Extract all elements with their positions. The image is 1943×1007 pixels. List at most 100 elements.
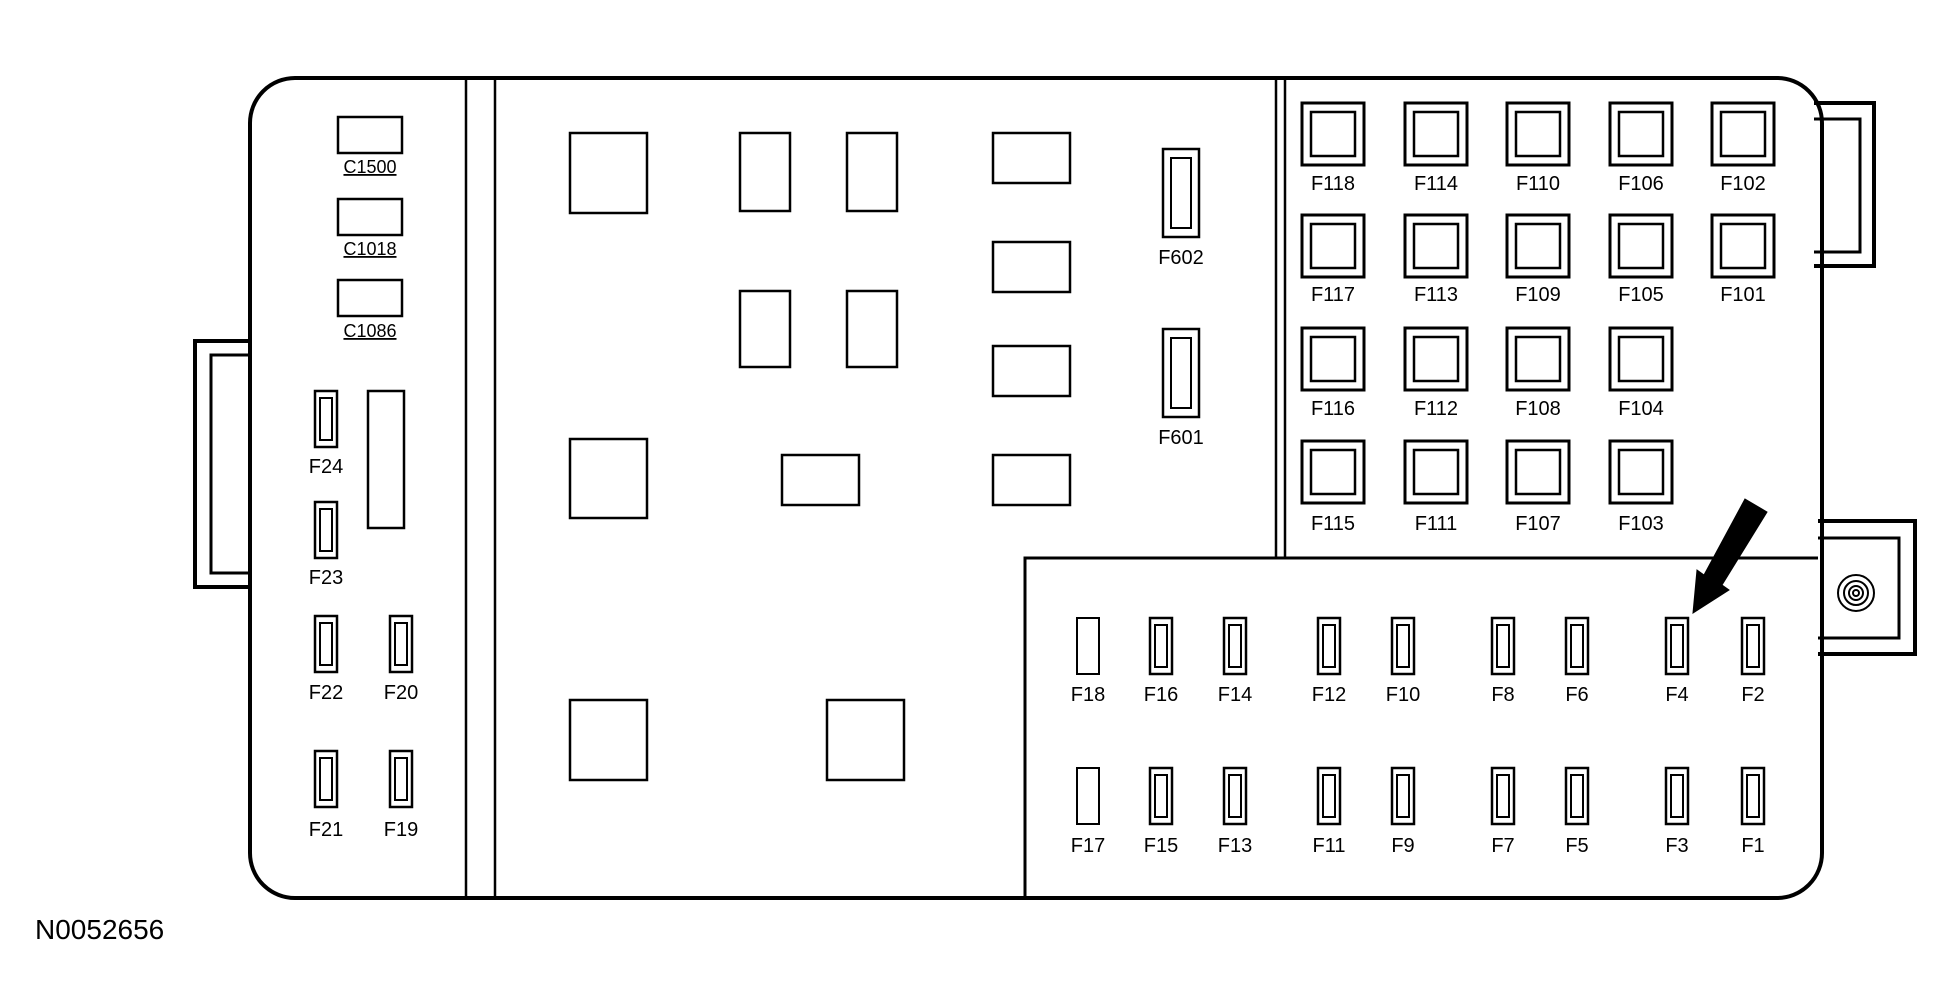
fuse-label: F8 bbox=[1491, 684, 1514, 706]
fuse-label: F109 bbox=[1515, 284, 1561, 306]
fuse-label: F103 bbox=[1618, 513, 1664, 535]
fuse-label: F101 bbox=[1720, 284, 1766, 306]
fuse-slot bbox=[1608, 101, 1674, 167]
left-fuse-group bbox=[313, 389, 414, 809]
fuse-slot-inner bbox=[1670, 624, 1684, 668]
fuse-label: F14 bbox=[1218, 684, 1252, 706]
fuse-slot bbox=[1505, 213, 1571, 279]
connector-c1086 bbox=[336, 278, 404, 318]
fuse-slot-inner bbox=[1396, 624, 1410, 668]
fuse-slot bbox=[1300, 101, 1366, 167]
fuse-slot-inner bbox=[1322, 774, 1336, 818]
fuse-slot bbox=[1316, 616, 1342, 676]
fuse-slot-inner bbox=[1322, 624, 1336, 668]
fuse-label: F602 bbox=[1158, 247, 1204, 269]
fuse-slot-inner bbox=[1496, 774, 1510, 818]
fuse-slot bbox=[1148, 616, 1174, 676]
relay-slot bbox=[845, 131, 899, 213]
fuse-slot bbox=[1390, 766, 1416, 826]
fuse-slot-inner bbox=[1309, 448, 1357, 496]
fuse-label: F108 bbox=[1515, 398, 1561, 420]
fuse-slot-inner bbox=[1570, 774, 1584, 818]
fuse-label: F20 bbox=[384, 682, 418, 704]
fuse-slot-inner bbox=[1154, 624, 1168, 668]
fuse-slot-inner bbox=[1396, 774, 1410, 818]
fuse-slot bbox=[1740, 616, 1766, 676]
fuse-slot-inner bbox=[1514, 335, 1562, 383]
fuse-slot bbox=[1403, 326, 1469, 392]
fuse-slot bbox=[1403, 213, 1469, 279]
fuse-slot-inner bbox=[1670, 774, 1684, 818]
relay-slot bbox=[991, 453, 1072, 507]
fuse-label: F2 bbox=[1741, 684, 1764, 706]
fuse-slot bbox=[1148, 766, 1174, 826]
fuse-label: F24 bbox=[309, 456, 343, 478]
fuse-slot bbox=[1505, 326, 1571, 392]
fuse-slot-inner bbox=[1514, 222, 1562, 270]
fuse-slot bbox=[1390, 616, 1416, 676]
fuse-slot-inner bbox=[1570, 624, 1584, 668]
fuse-slot bbox=[1608, 326, 1674, 392]
connector-group: C1500 C1018 C1086 bbox=[336, 115, 404, 341]
fuse-label: F18 bbox=[1071, 684, 1105, 706]
fuse-slot bbox=[388, 614, 414, 674]
fuse-slot-inner bbox=[1617, 448, 1665, 496]
fuse-slot bbox=[1564, 766, 1590, 826]
fuse-box-housing bbox=[193, 76, 1917, 900]
fuse-slot bbox=[1710, 101, 1776, 167]
fuse-label: F115 bbox=[1311, 513, 1355, 535]
fuse-slot-inner bbox=[1154, 774, 1168, 818]
fuse-label: F104 bbox=[1618, 398, 1664, 420]
fuse-slot bbox=[1608, 213, 1674, 279]
mini-fuse-labels: F18 F16 F14 F12 F10 F8 F6 F4 F2 F17 F15 … bbox=[1071, 684, 1765, 857]
diagram-reference-id: N0052656 bbox=[35, 914, 164, 945]
fuse-slot-inner bbox=[394, 757, 408, 801]
fuse-slot bbox=[1710, 213, 1776, 279]
fuse-label: F23 bbox=[309, 567, 343, 589]
fuse-slot bbox=[1608, 439, 1674, 505]
fuse-slot bbox=[1222, 766, 1248, 826]
mounting-stud-icon bbox=[1837, 574, 1875, 612]
fuse-slot bbox=[1300, 213, 1366, 279]
large-fuse-labels: F118 F114 F110 F106 F102 F117 F113 F109 … bbox=[1311, 173, 1766, 535]
relay-slot bbox=[738, 131, 792, 213]
fuse-slot bbox=[1490, 766, 1516, 826]
fuse-label: F114 bbox=[1414, 173, 1458, 195]
fuse-label: F116 bbox=[1311, 398, 1355, 420]
fuse-label: F107 bbox=[1515, 513, 1561, 535]
fuse-slot-inner bbox=[319, 622, 333, 666]
connector-c1500 bbox=[336, 115, 404, 155]
fuse-label: F111 bbox=[1415, 513, 1458, 535]
relay-slot bbox=[568, 698, 649, 782]
fuse-label: F7 bbox=[1491, 835, 1514, 857]
fuse-label: F1 bbox=[1741, 835, 1764, 857]
fuse-label: F11 bbox=[1313, 835, 1346, 857]
fuse-slot-inner bbox=[1309, 222, 1357, 270]
fuse-slot bbox=[313, 749, 339, 809]
large-fuse-group bbox=[1300, 101, 1776, 505]
fuse-slot-inner bbox=[1309, 335, 1357, 383]
fuse-slot-inner bbox=[394, 622, 408, 666]
fuse-slot-inner bbox=[319, 397, 333, 441]
fuse-slot bbox=[313, 614, 339, 674]
fuse-label: F113 bbox=[1414, 284, 1458, 306]
fuse-slot bbox=[313, 500, 339, 560]
fuse-slot-inner bbox=[1746, 774, 1760, 818]
fuse-slot-inner bbox=[1412, 448, 1460, 496]
relay-slot bbox=[825, 698, 906, 782]
fuse-slot-inner bbox=[1228, 774, 1242, 818]
fuse-slot-inner bbox=[1514, 448, 1562, 496]
fuse-label: F17 bbox=[1071, 835, 1105, 857]
relay-slot bbox=[991, 131, 1072, 185]
fuse-label: F4 bbox=[1665, 684, 1688, 706]
fuse-slot bbox=[1490, 616, 1516, 676]
fuse-label: F9 bbox=[1391, 835, 1414, 857]
fuse-label: F117 bbox=[1311, 284, 1355, 306]
fuse-slot bbox=[1403, 439, 1469, 505]
fuse-label: F15 bbox=[1144, 835, 1178, 857]
relay-slot bbox=[991, 344, 1072, 398]
fuse-label: F22 bbox=[309, 682, 343, 704]
connector-label: C1500 bbox=[343, 157, 396, 177]
fuse-label: F5 bbox=[1565, 835, 1588, 857]
